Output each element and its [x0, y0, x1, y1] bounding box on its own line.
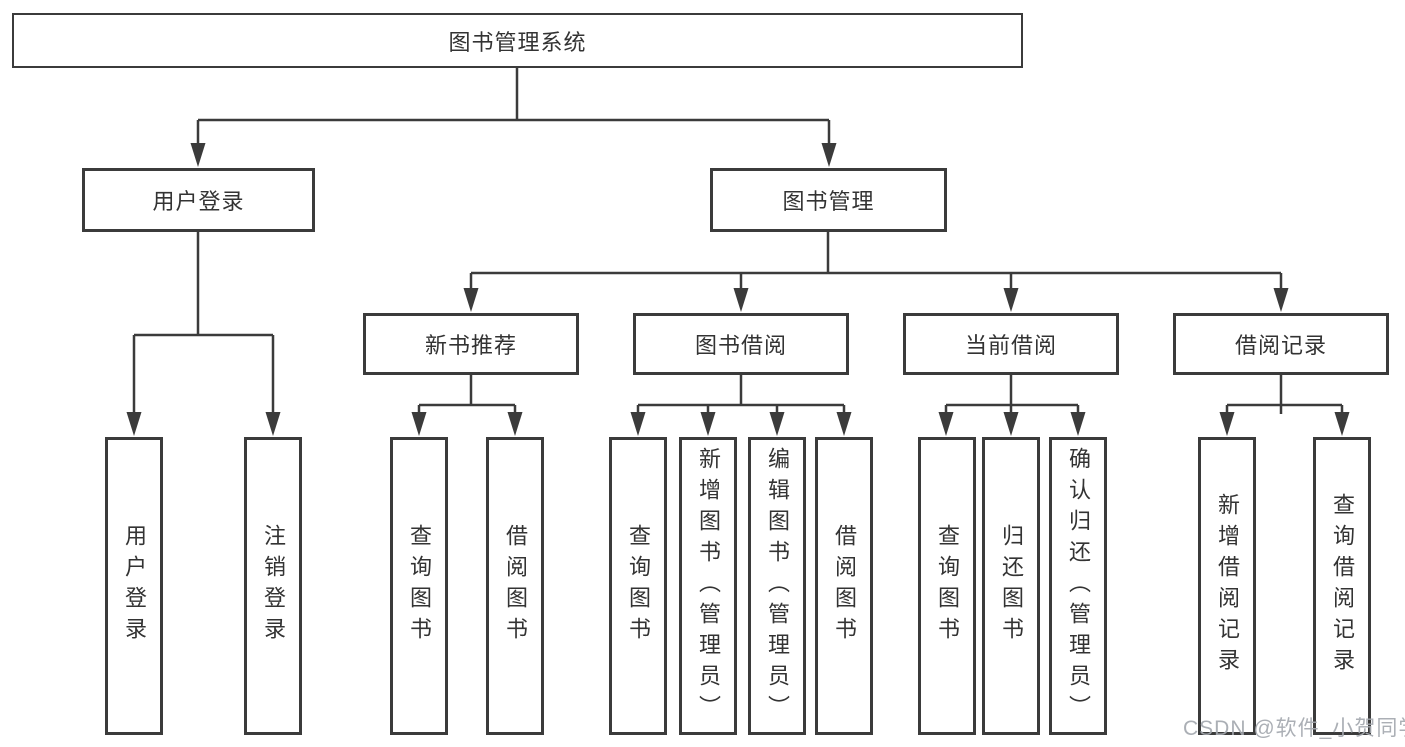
leaf-edit-books-admin: 编辑图书（管理员） — [748, 437, 806, 735]
leaf-user-login: 用户登录 — [105, 437, 163, 735]
leaf-confirm-return-admin: 确认归还（管理员） — [1049, 437, 1107, 735]
leaf-query-books-borrow: 查询图书 — [609, 437, 667, 735]
node-label: 查询借阅记录 — [1330, 493, 1355, 679]
node-current-borrowing: 当前借阅 — [903, 313, 1119, 375]
node-book-management-module: 图书管理 — [710, 168, 947, 232]
node-label: 借阅记录 — [1234, 333, 1327, 358]
node-user-login-module: 用户登录 — [82, 168, 315, 232]
node-borrowing-records: 借阅记录 — [1173, 313, 1389, 375]
leaf-borrow-books: 借阅图书 — [815, 437, 873, 735]
node-label: 当前借阅 — [964, 333, 1057, 358]
node-book-borrowing: 图书借阅 — [633, 313, 849, 375]
leaf-logout: 注销登录 — [244, 437, 302, 735]
node-label: 用户登录 — [122, 524, 147, 648]
node-label: 图书借阅 — [694, 333, 787, 358]
node-label: 新增借阅记录 — [1215, 493, 1240, 679]
csdn-watermark: CSDN @软件_小贺同学 — [1183, 717, 1405, 740]
leaf-borrow-books-recommend: 借阅图书 — [486, 437, 544, 735]
leaf-query-books-recommend: 查询图书 — [390, 437, 448, 735]
node-label: 新书推荐 — [424, 333, 517, 358]
node-label: 借阅图书 — [832, 524, 857, 648]
node-label: 归还图书 — [999, 524, 1024, 648]
node-root-system: 图书管理系统 — [12, 13, 1023, 68]
leaf-return-books: 归还图书 — [982, 437, 1040, 735]
node-label: 图书管理系统 — [448, 29, 587, 55]
node-label: 编辑图书（管理员） — [765, 446, 790, 726]
leaf-query-borrow-record: 查询借阅记录 — [1313, 437, 1371, 735]
leaf-query-books-current: 查询图书 — [918, 437, 976, 735]
node-label: 图书管理 — [782, 189, 875, 214]
node-label: 注销登录 — [261, 524, 286, 648]
node-label: 确认归还（管理员） — [1066, 446, 1091, 726]
node-label: 查询图书 — [626, 524, 651, 648]
tree-edges — [132, 68, 1344, 414]
leaf-add-books-admin: 新增图书（管理员） — [679, 437, 737, 735]
arrowheads — [126, 143, 1350, 436]
node-label: 用户登录 — [152, 189, 245, 214]
node-label: 新增图书（管理员） — [696, 446, 721, 726]
node-new-book-recommend: 新书推荐 — [363, 313, 579, 375]
leaf-add-borrow-record: 新增借阅记录 — [1198, 437, 1256, 735]
node-label: 借阅图书 — [503, 524, 528, 648]
node-label: 查询图书 — [407, 524, 432, 648]
node-label: 查询图书 — [935, 524, 960, 648]
